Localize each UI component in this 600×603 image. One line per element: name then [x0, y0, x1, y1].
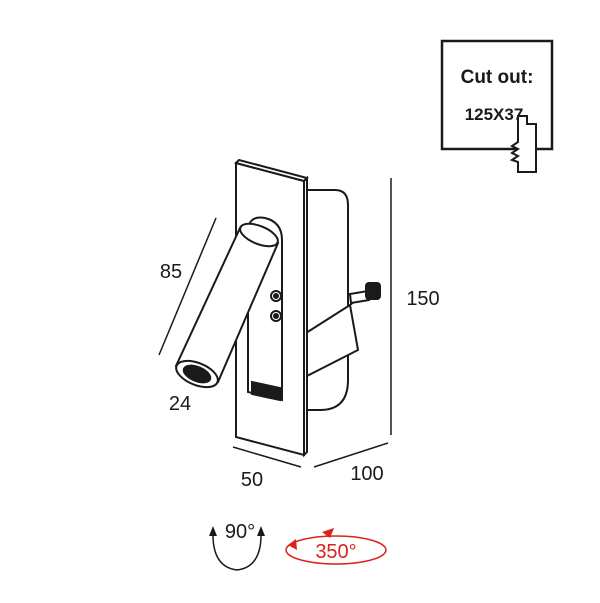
mounting-bracket: [293, 282, 381, 380]
tilt-arrow-right-icon: [257, 526, 265, 536]
bracket-screw-head: [365, 282, 381, 300]
arm-length-line: [158, 217, 217, 356]
width-label: 50: [241, 469, 263, 491]
swivel-arrow-icon: [322, 528, 334, 538]
arm-length-label: 85: [160, 261, 182, 283]
cutout-size: 125X37: [465, 105, 524, 124]
plate-side-edge: [303, 175, 308, 458]
arm-lens-dark: [182, 364, 212, 384]
cutout-box: Cut out: 125X37: [440, 39, 554, 173]
arm-diameter-label: 24: [169, 393, 191, 415]
rear-housing: [304, 189, 349, 411]
tilt-arrow-left-icon: [209, 526, 217, 536]
width-line: [232, 446, 302, 468]
housing-body: [304, 189, 349, 411]
arm-top-cap: [239, 222, 279, 248]
swivel-ellipse: [285, 535, 387, 565]
tilt-arc: [212, 531, 262, 571]
cutout-label: Cut out:: [461, 67, 534, 88]
reading-arm: [174, 222, 280, 389]
tilt-indicator: 90°: [209, 521, 265, 571]
swivel-indicator: 350°: [285, 528, 387, 565]
recess-shadow: [251, 380, 281, 402]
tilt-label: 90°: [225, 521, 255, 543]
swivel-label: 350°: [315, 541, 356, 563]
depth-label: 100: [350, 463, 383, 485]
dimension-lines: [158, 178, 392, 468]
cutout-wall-icon: [509, 115, 537, 173]
depth-line: [313, 442, 389, 468]
height-label: 150: [406, 288, 439, 310]
